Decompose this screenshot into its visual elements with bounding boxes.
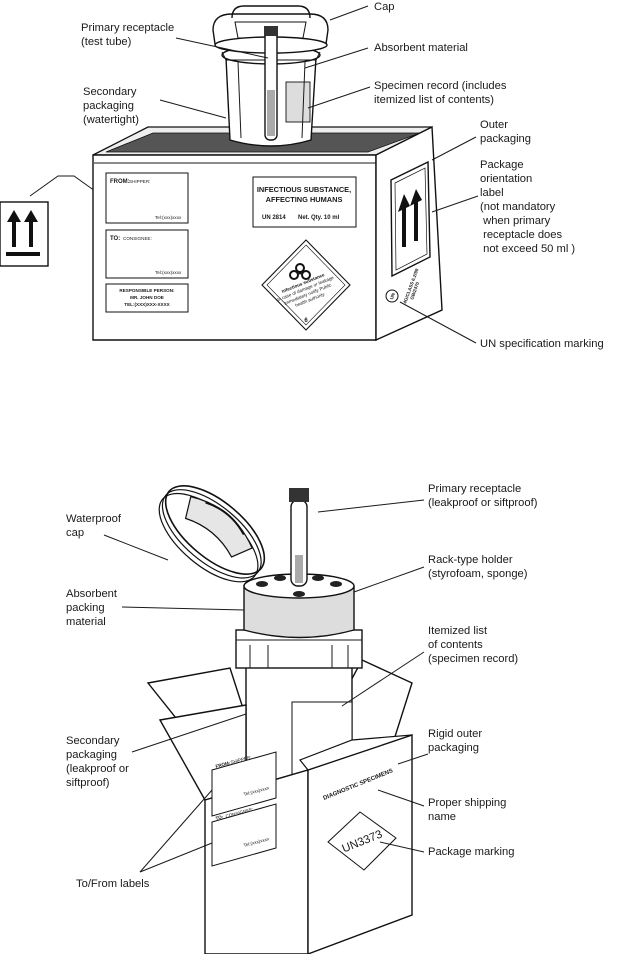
label-orientation-6: receptacle does	[480, 229, 562, 241]
label-b-secondary-4: siftproof)	[66, 777, 110, 789]
label-orientation-7: not exceed 50 ml )	[480, 243, 575, 255]
label-package-marking: Package marking	[428, 846, 514, 858]
from-label-title: FROM:	[110, 179, 130, 185]
biohazard-icon	[289, 263, 311, 280]
outer-box-faces	[158, 704, 413, 954]
label-primary-receptacle-2: (test tube)	[81, 36, 132, 48]
label-absorbent-packing-2: packing	[66, 602, 105, 614]
to-consignee: CONSIGNEE:	[123, 236, 152, 241]
top-labels: Cap Primary receptacle (test tube) Absor…	[81, 1, 604, 350]
rack-holder	[243, 573, 355, 639]
label-itemized-list-3: (specimen record)	[428, 653, 518, 665]
label-specimen-record-2: itemized list of contents)	[374, 94, 494, 106]
label-b-secondary-2: packaging	[66, 749, 117, 761]
label-orientation-2: orientation	[480, 173, 532, 185]
bottom-to-tel: Tel:(xxx)xxxx	[243, 836, 270, 848]
label-cap: Cap	[374, 1, 395, 13]
label-rack-holder-2: (styrofoam, sponge)	[428, 568, 528, 580]
to-tel: Tel:(xxx)xxxx	[155, 270, 182, 275]
bottom-from-shipper: SHIPPER:	[230, 755, 252, 765]
label-outer-packaging-1: Outer	[480, 119, 508, 131]
bottom-from-title: FROM:	[215, 760, 231, 769]
label-secondary-packaging-3: (watertight)	[83, 114, 139, 126]
responsible-line-3: TEL:(XXX)XXX-XXXX	[124, 302, 170, 307]
responsible-person-label: RESPONSIBLE PERSON: MR. JOHN DOE TEL:(XX…	[105, 283, 189, 313]
responsible-line-2: MR. JOHN DOE	[130, 295, 164, 300]
label-b-primary-2: (leakproof or siftproof)	[428, 497, 538, 509]
label-secondary-packaging-1: Secondary	[83, 86, 137, 98]
side-code-2: GB/2470	[409, 281, 420, 300]
label-rigid-outer-1: Rigid outer	[428, 728, 482, 740]
label-orientation-1: Package	[480, 159, 524, 171]
label-rack-holder-1: Rack-type holder	[428, 554, 513, 566]
to-label-title: TO:	[110, 236, 120, 242]
bottom-diagram: FROM: SHIPPER: Tel:(xxx)xxxx TO: CONSIGN…	[66, 483, 538, 954]
infectious-substance-label: INFECTIOUS SUBSTANCE, AFFECTING HUMANS U…	[252, 176, 357, 228]
label-specimen-record-1: Specimen record (includes	[374, 80, 507, 92]
label-b-secondary-3: (leakproof or	[66, 763, 129, 775]
label-to-from-labels: To/From labels	[76, 878, 150, 890]
label-orientation-3: label	[480, 187, 504, 199]
label-waterproof-cap-1: Waterproof	[66, 513, 122, 525]
label-proper-shipping-2: name	[428, 811, 456, 823]
un3373-package-marking: UN3373	[327, 811, 397, 871]
label-absorbent-packing-3: material	[66, 616, 106, 628]
label-secondary-packaging-2: packaging	[83, 100, 134, 112]
from-label-bottom: FROM: SHIPPER: Tel:(xxx)xxxx	[211, 751, 277, 817]
top-diagram: FROM: SHIPPER: Tel:(xxx)xxxx TO: CONSIGN…	[0, 1, 604, 350]
primary-receptacle-tube	[289, 488, 309, 587]
bottom-callout-lines	[103, 499, 429, 873]
label-absorbent-material: Absorbent material	[374, 42, 468, 54]
waterproof-cap	[158, 485, 266, 583]
un-number: UN 2814	[262, 215, 286, 221]
class-number: 6	[304, 318, 308, 324]
from-shipper: SHIPPER:	[129, 179, 150, 184]
label-proper-shipping-1: Proper shipping	[428, 797, 506, 809]
bottom-labels: Primary receptacle (leakproof or siftpro…	[66, 483, 538, 890]
label-itemized-list-2: of contents	[428, 639, 483, 651]
label-outer-packaging-2: packaging	[480, 133, 531, 145]
bottom-to-title: TO:	[215, 814, 224, 821]
label-un-spec-marking: UN specification marking	[480, 338, 604, 350]
secondary-packaging-cylinder	[235, 629, 363, 791]
from-label: FROM: SHIPPER: Tel:(xxx)xxxx	[105, 172, 189, 224]
top-callout-lines	[159, 5, 479, 344]
to-label: TO: CONSIGNEE: Tel:(xxx)xxxx	[105, 229, 189, 279]
orientation-label-standalone	[0, 175, 103, 267]
test-tube	[264, 26, 278, 141]
infectious-diamond-label: Infectious substance In case of damage o…	[261, 239, 351, 331]
label-b-secondary-1: Secondary	[66, 735, 120, 747]
un-symbol-icon: UN	[385, 289, 399, 303]
side-orientation-label	[390, 160, 431, 278]
label-waterproof-cap-2: cap	[66, 527, 84, 539]
label-itemized-list-1: Itemized list	[428, 625, 488, 637]
infectious-title-1: INFECTIOUS SUBSTANCE,	[257, 185, 351, 194]
label-rigid-outer-2: packaging	[428, 742, 479, 754]
label-primary-receptacle-1: Primary receptacle	[81, 22, 174, 34]
bottom-from-tel: Tel:(xxx)xxxx	[243, 785, 270, 797]
svg-text:UN: UN	[389, 292, 396, 301]
label-orientation-5: when primary	[480, 215, 551, 227]
label-b-primary-1: Primary receptacle	[428, 483, 521, 495]
infectious-title-2: AFFECTING HUMANS	[266, 195, 343, 204]
label-orientation-4: (not mandatory	[480, 201, 556, 213]
label-absorbent-packing-1: Absorbent	[66, 588, 118, 600]
net-qty: Net. Qty. 10 ml	[298, 215, 340, 221]
from-tel: Tel:(xxx)xxxx	[155, 215, 182, 220]
responsible-line-1: RESPONSIBLE PERSON:	[119, 288, 175, 293]
orientation-arrows-icon	[6, 210, 40, 256]
